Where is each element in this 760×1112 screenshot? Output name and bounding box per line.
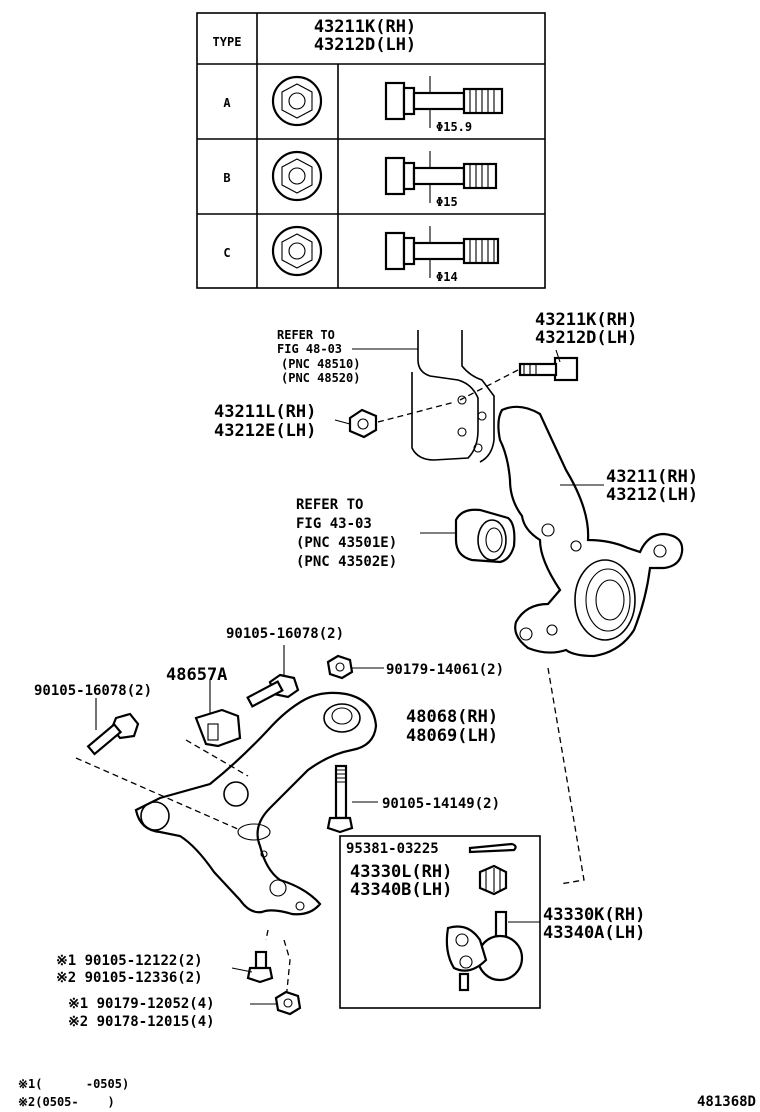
label-nut-flange: 90179-14061(2) — [386, 662, 504, 678]
table-row-type: A — [223, 96, 231, 110]
label-nut-rh: 43211L(RH) — [214, 402, 316, 422]
label-nut-lh: 43212E(LH) — [214, 421, 316, 441]
label-bolt-top-rh: 43211K(RH) — [535, 310, 637, 330]
label-bolt-long: 90105-14149(2) — [382, 796, 500, 812]
label-refer-strut-2: FIG 48-03 — [277, 342, 342, 356]
table-header-part-rh: 43211K(RH) — [314, 17, 416, 37]
dimension-label-b: Φ15 — [436, 195, 458, 209]
label-refer-bearing-2: FIG 43-03 — [296, 516, 372, 532]
label-refer-strut-4: (PNC 48520) — [281, 371, 360, 385]
footnote-1: ※1( -0505) — [18, 1077, 129, 1091]
label-refer-bearing-4: (PNC 43502E) — [296, 554, 397, 570]
dimension-label-c: Φ14 — [436, 270, 458, 284]
label-bolt-top-lh: 43212D(LH) — [535, 328, 637, 348]
type-table: TYPE 43211K(RH) 43212D(LH) A B C — [196, 12, 546, 289]
label-cotter-pin: 95381-03225 — [346, 841, 439, 857]
label-bolt-left: 90105-16078(2) — [34, 683, 152, 699]
diagram-id: 481368D — [697, 1094, 756, 1110]
table-header-part-lh: 43212D(LH) — [314, 35, 416, 55]
label-nut-small-1: ※1 90179-12052(4) — [68, 996, 215, 1012]
label-arm-lh: 48069(LH) — [406, 726, 498, 746]
lower-control-arm — [134, 691, 378, 916]
strut-outline — [411, 330, 495, 463]
steering-knuckle — [497, 405, 684, 658]
hub-bolt-side-view-a — [384, 76, 504, 128]
footnote-2: ※2(0505- ) — [18, 1095, 115, 1109]
arm-bolt-upper — [246, 673, 300, 708]
label-bolt-small-2: ※2 90105-12336(2) — [56, 970, 203, 986]
castle-nut — [478, 864, 508, 896]
table-row-type: C — [223, 246, 230, 260]
small-bolt — [246, 950, 274, 984]
label-arm-rh: 48068(RH) — [406, 707, 498, 727]
label-castle-nut-rh: 43330L(RH) — [350, 862, 452, 882]
cotter-pin — [468, 842, 517, 854]
ball-joint — [445, 910, 524, 992]
knuckle-nut — [348, 408, 378, 439]
knuckle-bolt — [518, 356, 579, 382]
hub-bolt-end-view-c — [271, 225, 323, 277]
hub-bolt-side-view-c — [384, 226, 500, 278]
label-nut-small-2: ※2 90178-12015(4) — [68, 1014, 215, 1030]
table-header-type: TYPE — [213, 35, 242, 49]
hub-bolt-end-view-b — [271, 150, 323, 202]
label-bolt-small-1: ※1 90105-12122(2) — [56, 953, 203, 969]
arm-bracket — [194, 708, 242, 748]
label-refer-bearing-1: REFER TO — [296, 497, 363, 513]
label-bolt-mid: 90105-16078(2) — [226, 626, 344, 642]
label-castle-nut-lh: 43340B(LH) — [350, 880, 452, 900]
label-refer-strut-3: (PNC 48510) — [281, 357, 360, 371]
hub-bolt-side-view-b — [384, 151, 498, 203]
long-bolt — [326, 764, 354, 834]
label-knuckle-lh: 43212(LH) — [606, 485, 698, 505]
label-refer-bearing-3: (PNC 43501E) — [296, 535, 397, 551]
hub-bearing — [454, 508, 516, 564]
label-refer-strut-1: REFER TO — [277, 328, 335, 342]
dimension-label-a: Φ15.9 — [436, 120, 472, 134]
small-nut — [274, 990, 302, 1016]
arm-bolt-left — [86, 712, 140, 756]
table-row-type: B — [223, 171, 230, 185]
label-bracket: 48657A — [166, 665, 227, 685]
hub-bolt-end-view-a — [271, 75, 323, 127]
label-ball-joint-rh: 43330K(RH) — [543, 905, 645, 925]
label-knuckle-rh: 43211(RH) — [606, 467, 698, 487]
arm-flange-nut — [326, 654, 354, 680]
label-ball-joint-lh: 43340A(LH) — [543, 923, 645, 943]
